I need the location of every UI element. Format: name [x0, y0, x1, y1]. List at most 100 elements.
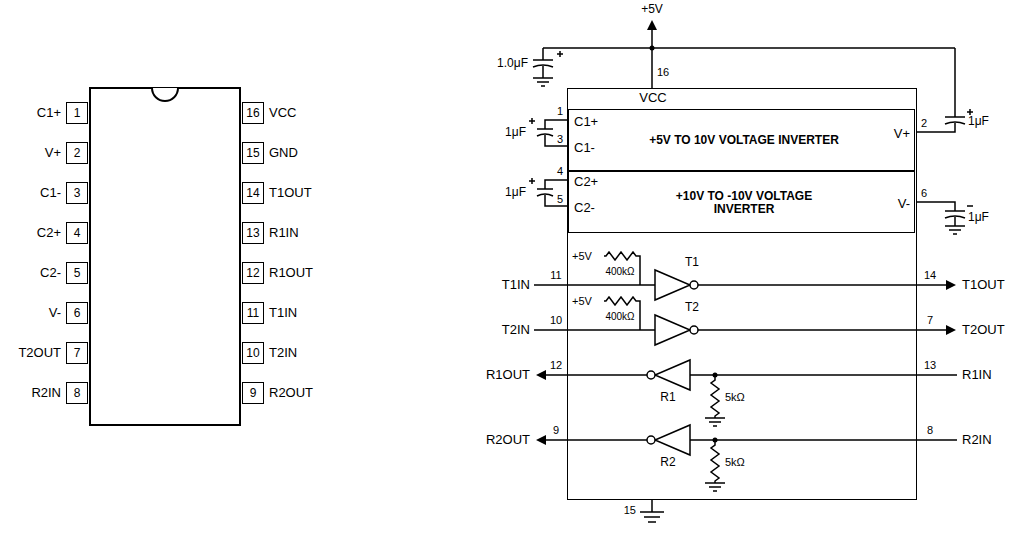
signal-label: 11 [550, 269, 561, 281]
pin-name: C2- [40, 266, 61, 280]
signal-label: +5V [572, 295, 592, 307]
dip-body [90, 88, 240, 425]
signal-label: 5kΩ [725, 391, 745, 403]
signal-label: T2OUT [962, 323, 1005, 337]
driver-symbol [655, 315, 690, 345]
signal-label: R1IN [962, 368, 992, 382]
capacitor-symbol [917, 48, 973, 132]
receiver-wiring [546, 375, 957, 426]
signal-label: 15 [624, 504, 636, 516]
pin-number: 7 [74, 347, 81, 359]
ic-block: VCC C1+ +5V TO 10V VOLTAGE INVERTER V+ C1- C2… [567, 88, 917, 500]
signal-label: T1IN [502, 278, 530, 292]
pin-number-box: 16 [242, 102, 264, 124]
driver-wiring [534, 297, 655, 330]
pin-number-box: 13 [242, 222, 264, 244]
pin-number: 13 [246, 227, 259, 239]
block-label: C1+ [574, 115, 598, 129]
pin-number: 12 [246, 267, 259, 279]
pin-name: T1IN [269, 306, 297, 320]
signal-label: T2IN [502, 323, 530, 337]
signal-label: 5 [557, 193, 563, 205]
signal-label: 400kΩ [605, 311, 634, 322]
pin-name: C1+ [37, 106, 61, 120]
pin-name: R1OUT [269, 266, 313, 280]
pin-name: C2+ [37, 226, 61, 240]
signal-label: 9 [553, 424, 559, 436]
pin-number-box: 11 [242, 302, 264, 324]
pin-number-box: 12 [242, 262, 264, 284]
pin-name: C1- [40, 186, 61, 200]
signal-label: T1OUT [962, 278, 1005, 292]
pin-number-box: 7 [66, 342, 88, 364]
pin-number-box: 10 [242, 342, 264, 364]
capacitor-symbol [529, 178, 567, 206]
pin-number-box: 3 [66, 182, 88, 204]
signal-label: 16 [657, 66, 669, 78]
signal-label: +5V [572, 250, 592, 262]
voltage-inverter-box: C1+ +5V TO 10V VOLTAGE INVERTER V+ C1- [568, 109, 915, 171]
pin-number-box: 8 [66, 382, 88, 404]
pin-number: 16 [246, 107, 259, 119]
pin-name: T2OUT [18, 346, 61, 360]
pin-name: V+ [45, 146, 61, 160]
pin-name: VCC [269, 106, 296, 120]
signal-label: R2 [660, 456, 675, 469]
signal-label: 8 [927, 424, 933, 436]
pin-number-box: 5 [66, 262, 88, 284]
signal-label: 10 [550, 314, 562, 326]
pin-name: R2OUT [269, 386, 313, 400]
pin-number-box: 14 [242, 182, 264, 204]
signal-label: 400kΩ [605, 266, 634, 277]
signal-label: T2 [685, 301, 699, 314]
signal-label: 4 [557, 165, 563, 177]
block-title: +5V TO 10V VOLTAGE INVERTER [644, 134, 844, 147]
dip-notch [152, 88, 178, 101]
pin-number: 15 [246, 147, 259, 159]
pin-number: 6 [74, 307, 81, 319]
driver-symbol [655, 270, 690, 300]
block-label: VCC [639, 91, 666, 105]
signal-label: R1OUT [486, 368, 530, 382]
ground-symbol [640, 500, 664, 522]
pin-number-box: 2 [66, 142, 88, 164]
signal-label: 2 [921, 117, 927, 129]
signal-label: 1.0μF [497, 57, 528, 70]
signal-label: T1 [685, 256, 699, 269]
block-title: +10V TO -10V VOLTAGE INVERTER [644, 190, 844, 216]
signal-label: 1μF [505, 186, 526, 199]
signal-label: 1μF [968, 211, 989, 224]
pin-name: R1IN [269, 226, 299, 240]
pin-number-box: 9 [242, 382, 264, 404]
receiver-symbol [655, 360, 690, 390]
signal-label: 1μF [505, 126, 526, 139]
signal-label: 14 [924, 269, 936, 281]
signal-label: 1 [557, 105, 563, 117]
pin-number: 2 [74, 147, 81, 159]
signal-label: 12 [550, 359, 562, 371]
block-label: V+ [894, 127, 910, 141]
pin-number: 10 [246, 347, 259, 359]
capacitor-symbol [529, 118, 567, 146]
supply-rail [543, 28, 955, 88]
signal-label: 3 [557, 133, 563, 145]
pin-name: T2IN [269, 346, 297, 360]
signal-label: 7 [927, 314, 933, 326]
capacitor-symbol [533, 48, 563, 86]
signal-label: R1 [660, 391, 675, 404]
pin-number: 11 [247, 307, 259, 319]
pin-number: 9 [250, 387, 257, 399]
supply-arrow [647, 20, 657, 30]
receiver-symbol [655, 425, 690, 455]
receiver-wiring [546, 440, 957, 491]
pin-number: 8 [74, 387, 81, 399]
block-label: C2+ [574, 175, 598, 189]
pin-number: 1 [74, 107, 81, 119]
pin-name: GND [269, 146, 298, 160]
pin-name: T1OUT [269, 186, 312, 200]
block-label: C1- [574, 141, 595, 155]
pin-name: R2IN [31, 386, 61, 400]
signal-label: R2IN [962, 433, 992, 447]
signal-label: 5kΩ [725, 456, 745, 468]
